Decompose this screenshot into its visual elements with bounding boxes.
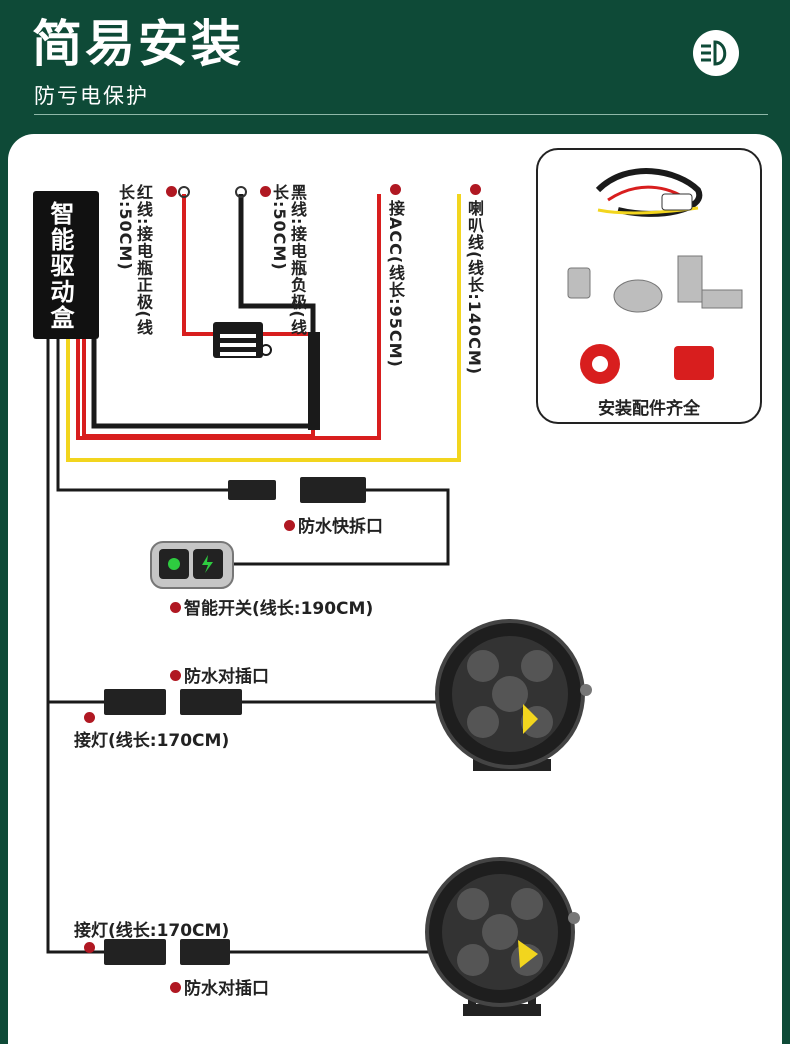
- smart-driver-box-label: 智能驱动盒: [46, 201, 74, 331]
- wiring-panel: 智能驱动盒 红线:接电瓶正极(线长:50CM) 黑线:接电瓶负极(线长:50CM…: [8, 134, 782, 1044]
- acc-wire: [76, 194, 381, 440]
- lamp2-plug: [104, 939, 166, 965]
- ring-terminal-icon: [235, 186, 247, 198]
- headlamp-icon: [693, 30, 739, 76]
- lamp1-plug: [104, 689, 166, 715]
- page-title: 简易安装: [32, 15, 244, 73]
- page-subtitle: 防亏电保护: [34, 84, 149, 108]
- fuse-holder-icon: [213, 322, 272, 358]
- plug2-label: 防水对插口: [170, 974, 269, 999]
- marker-dot: [390, 184, 401, 195]
- lamp1-socket: [180, 689, 242, 715]
- header-divider: [34, 114, 768, 115]
- red-wire-label: 红线:接电瓶正极(线长:50CM): [116, 184, 153, 336]
- bracket-icon: [567, 255, 743, 313]
- led-lamp-2-icon: [425, 857, 580, 1016]
- switch-wire-2: [233, 488, 450, 566]
- quick-release-plug: [228, 480, 276, 500]
- lamp2-wire: [46, 702, 104, 954]
- black-wire-label: 黑线:接电瓶负极(线长:50CM): [270, 184, 307, 336]
- marker-dot: [260, 186, 271, 197]
- marker-dot: [470, 184, 481, 195]
- smart-switch-label: 智能开关(线长:190CM): [170, 594, 373, 619]
- lamp2-label: 接灯(线长:170CM): [74, 921, 230, 941]
- lamp1-label: 接灯(线长:170CM): [74, 731, 230, 751]
- marker-dot: [84, 712, 95, 723]
- horn-wire-label: 喇叭线(线长:140CM): [465, 200, 484, 376]
- accessories-illustration: [567, 168, 743, 384]
- red-cover-icon: [674, 346, 714, 380]
- lamp2-socket: [180, 939, 230, 965]
- quick-release-socket: [300, 477, 366, 503]
- horn-wire: [66, 194, 461, 462]
- accessories-box: 安装配件齐全: [536, 148, 762, 424]
- acc-wire-label: 接ACC(线长:95CM): [386, 200, 405, 368]
- red-wire-battery: [182, 194, 308, 336]
- plug1-label: 防水对插口: [170, 662, 269, 687]
- ring-terminal-icon: [178, 186, 190, 198]
- quick-release-label: 防水快拆口: [284, 512, 383, 537]
- accessories-label: 安装配件齐全: [598, 399, 700, 419]
- wiring-diagram: [46, 186, 592, 1016]
- smart-driver-box: 智能驱动盒: [33, 191, 99, 339]
- led-lamp-1-icon: [435, 619, 592, 771]
- marker-dot: [166, 186, 177, 197]
- smart-switch-icon: [150, 541, 234, 589]
- wiring-harness-icon: [595, 168, 703, 217]
- black-wire-sheath: [308, 332, 320, 430]
- marker-dot: [84, 942, 95, 953]
- switch-wire: [56, 339, 228, 492]
